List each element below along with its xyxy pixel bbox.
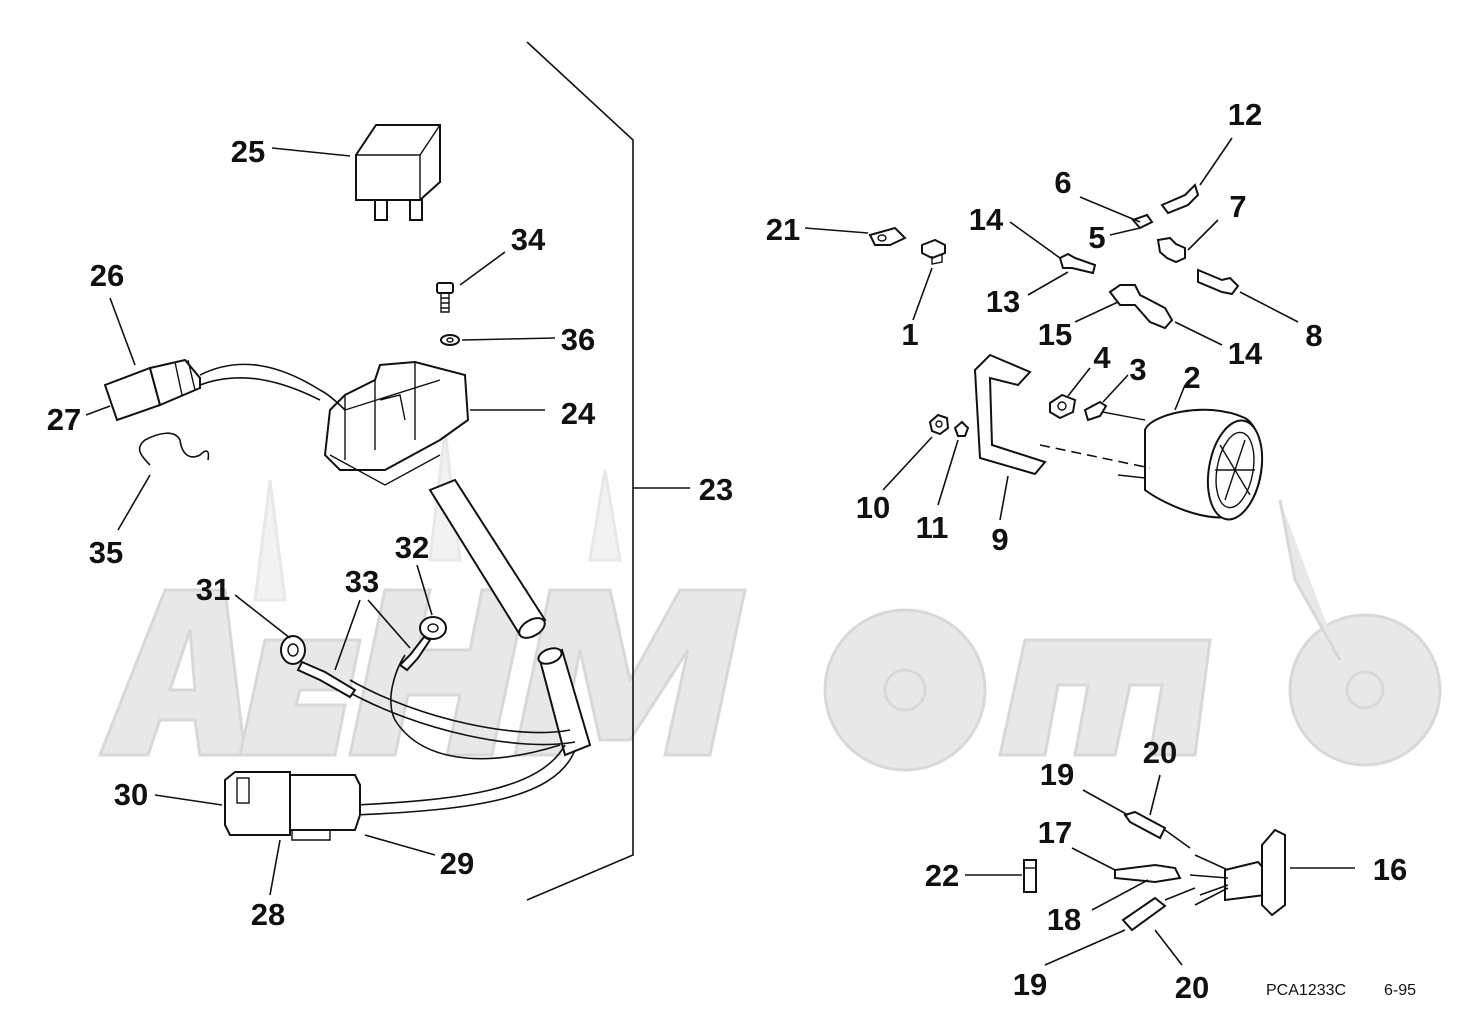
callout-9: 9	[991, 522, 1008, 557]
callout-26: 26	[90, 258, 124, 293]
callout-4: 4	[1093, 340, 1111, 375]
callout-30: 30	[114, 777, 148, 812]
callout-35: 35	[89, 535, 123, 570]
gauge-bracket	[973, 353, 1047, 521]
callout-labels: 1 2 3 4 5 6 7 8 9 10 11 12 13 14 14 15 1…	[47, 97, 1407, 1005]
diagram-code: PCA1233C	[1266, 982, 1346, 999]
callout-24: 24	[561, 396, 596, 431]
harness-connector	[154, 771, 436, 896]
callout-5: 5	[1088, 220, 1105, 255]
relay-part	[271, 124, 441, 221]
callout-23: 23	[699, 472, 733, 507]
callout-36: 36	[561, 322, 595, 357]
callout-19a: 19	[1040, 757, 1074, 792]
callout-1: 1	[901, 317, 918, 352]
callout-12: 12	[1228, 97, 1262, 132]
screw-part	[436, 251, 506, 313]
washer-part	[440, 334, 556, 346]
switch-assembly	[323, 360, 545, 486]
fittings-part	[1009, 137, 1299, 346]
callout-10: 10	[856, 490, 890, 525]
callout-7: 7	[1229, 189, 1246, 224]
callout-15: 15	[1038, 317, 1072, 352]
callout-28: 28	[251, 897, 285, 932]
callout-6: 6	[1054, 165, 1071, 200]
callout-3: 3	[1129, 352, 1146, 387]
callout-11: 11	[916, 510, 949, 545]
nut-washer	[882, 413, 970, 506]
callout-16: 16	[1373, 852, 1407, 887]
callout-19b: 19	[1013, 967, 1047, 1002]
callout-2: 2	[1183, 360, 1200, 395]
callout-8: 8	[1305, 318, 1322, 353]
callout-21: 21	[766, 212, 800, 247]
watermark-logo	[97, 429, 1442, 772]
callout-33: 33	[345, 564, 379, 599]
callout-25: 25	[231, 134, 265, 169]
callout-18: 18	[1047, 902, 1081, 937]
gauge-part	[1039, 367, 1264, 521]
callout-14b: 14	[1228, 336, 1263, 371]
callout-32: 32	[395, 530, 429, 565]
callout-13: 13	[986, 284, 1020, 319]
callout-14a: 14	[969, 202, 1004, 237]
callout-29: 29	[440, 846, 474, 881]
clamp-part	[804, 226, 907, 246]
connector-part	[85, 297, 346, 422]
callout-34: 34	[511, 222, 546, 257]
callout-27: 27	[47, 402, 81, 437]
group-bracket	[526, 41, 690, 901]
sender-assembly	[965, 774, 1355, 966]
spring-clip-part	[117, 432, 210, 531]
bolt-part	[912, 238, 946, 321]
ring-terminals	[234, 564, 447, 699]
callout-17: 17	[1038, 815, 1072, 850]
harness-hose	[344, 478, 592, 816]
callout-31: 31	[196, 572, 230, 607]
callout-20b: 20	[1175, 970, 1209, 1005]
callout-20a: 20	[1143, 735, 1177, 770]
callout-22: 22	[925, 858, 959, 893]
diagram-date: 6-95	[1384, 982, 1416, 999]
